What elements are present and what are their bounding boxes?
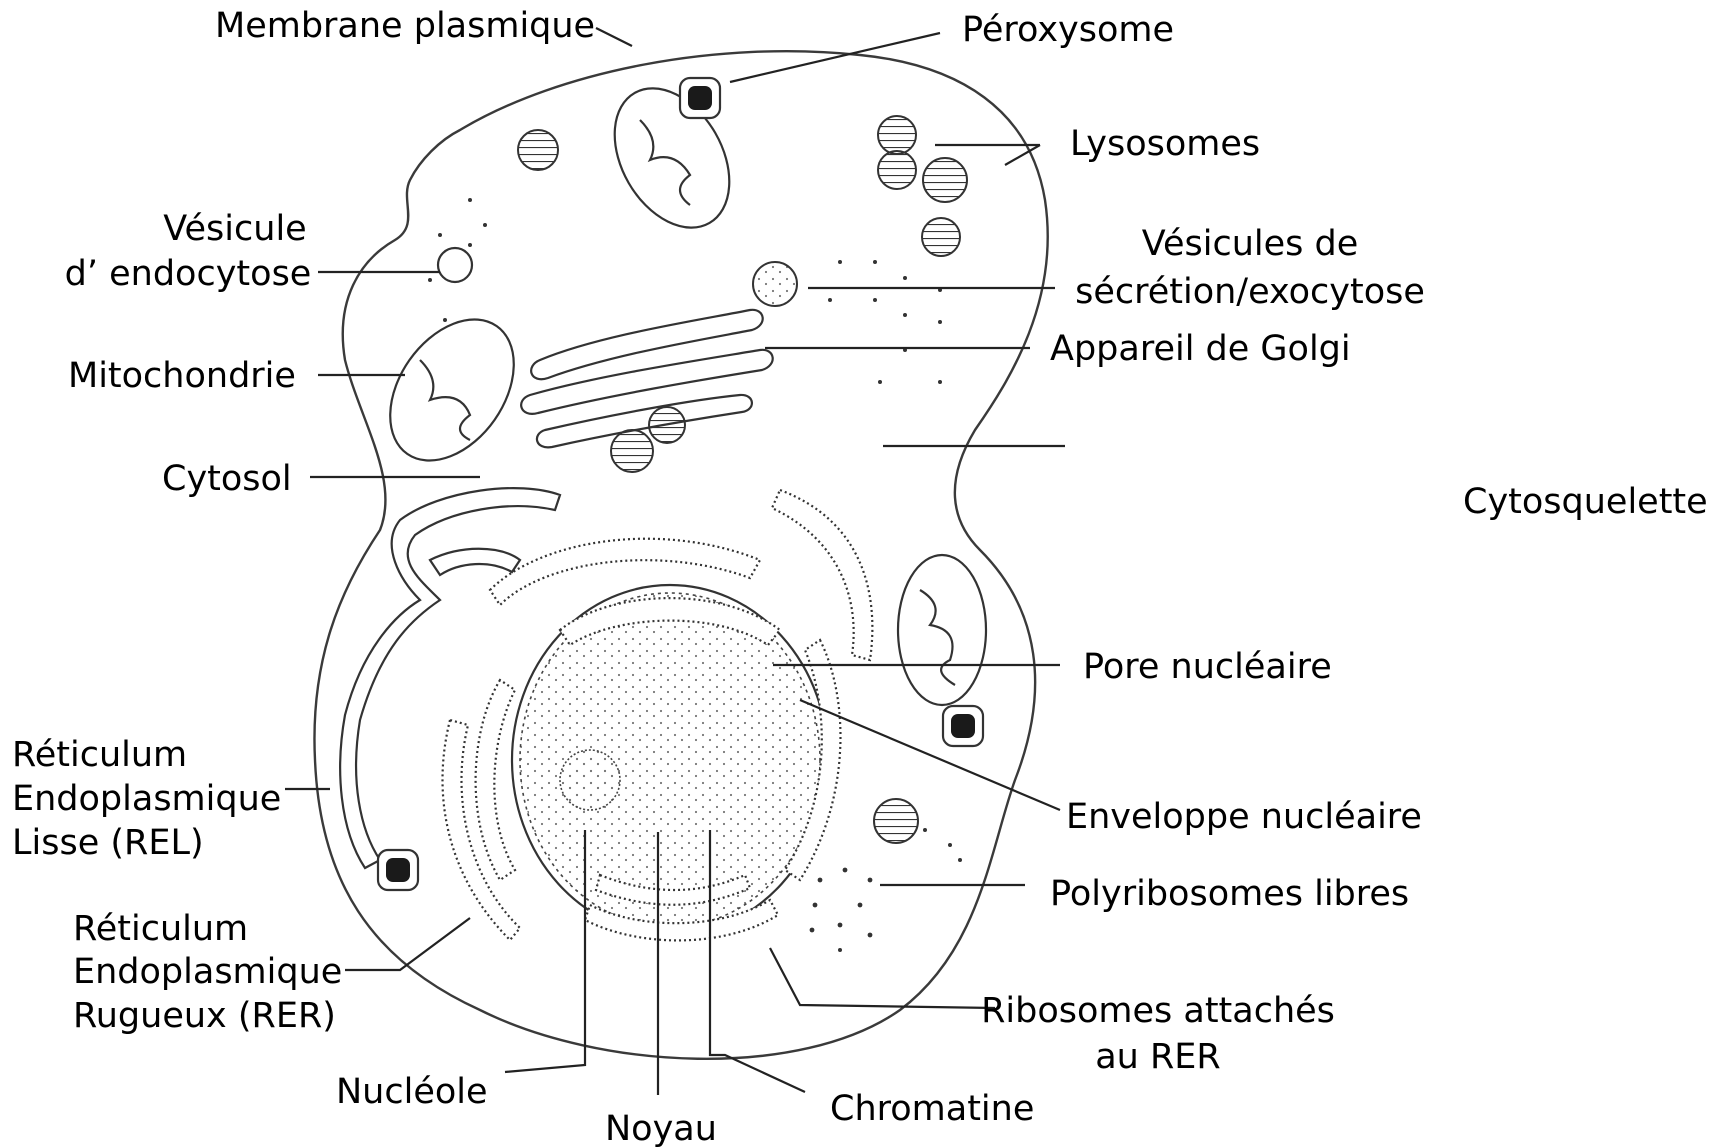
mitochondrion-icon — [898, 555, 986, 705]
endocytic-vesicle-icon — [438, 248, 472, 282]
label-rough-er: Réticulum — [73, 909, 248, 949]
label-nucleolus: Nucléole — [336, 1072, 488, 1112]
label-endocytic-vesicle: Vésicule — [163, 209, 306, 249]
label-nucleus: Noyau — [605, 1109, 717, 1148]
label-endocytic-vesicle-2: d’ endocytose — [65, 254, 312, 294]
label-attached-ribosomes-2: au RER — [1095, 1037, 1221, 1077]
label-smooth-er-3: Lisse (REL) — [12, 823, 204, 863]
secretory-vesicle-icon — [753, 262, 797, 306]
mitochondrion-icon — [591, 68, 753, 248]
label-attached-ribosomes: Ribosomes attachés — [981, 991, 1335, 1031]
label-smooth-er-2: Endoplasmique — [12, 779, 281, 819]
label-rough-er-3: Rugueux (RER) — [73, 996, 336, 1036]
label-lysosomes: Lysosomes — [1070, 124, 1260, 164]
label-rough-er-2: Endoplasmique — [73, 952, 342, 992]
label-secretory-vesicles-2: sécrétion/exocytose — [1075, 272, 1425, 312]
label-cytosol: Cytosol — [162, 459, 292, 499]
label-cytoskeleton: Cytosquelette — [1463, 482, 1708, 522]
nucleolus-icon — [560, 750, 620, 810]
nucleus-icon — [512, 585, 828, 935]
label-nuclear-pore: Pore nucléaire — [1083, 647, 1332, 687]
golgi-icon — [521, 310, 773, 448]
label-nuclear-envelope: Enveloppe nucléaire — [1066, 797, 1422, 837]
label-golgi: Appareil de Golgi — [1050, 329, 1351, 369]
label-secretory-vesicles: Vésicules de — [1142, 224, 1359, 264]
label-peroxisome: Péroxysome — [962, 10, 1174, 50]
label-smooth-er: Réticulum — [12, 735, 187, 775]
label-chromatin: Chromatine — [830, 1089, 1034, 1129]
label-free-polyribosomes: Polyribosomes libres — [1050, 874, 1409, 914]
label-mitochondrion: Mitochondrie — [68, 356, 296, 396]
label-plasma-membrane: Membrane plasmique — [215, 6, 595, 46]
mitochondrion-icon — [365, 296, 540, 483]
